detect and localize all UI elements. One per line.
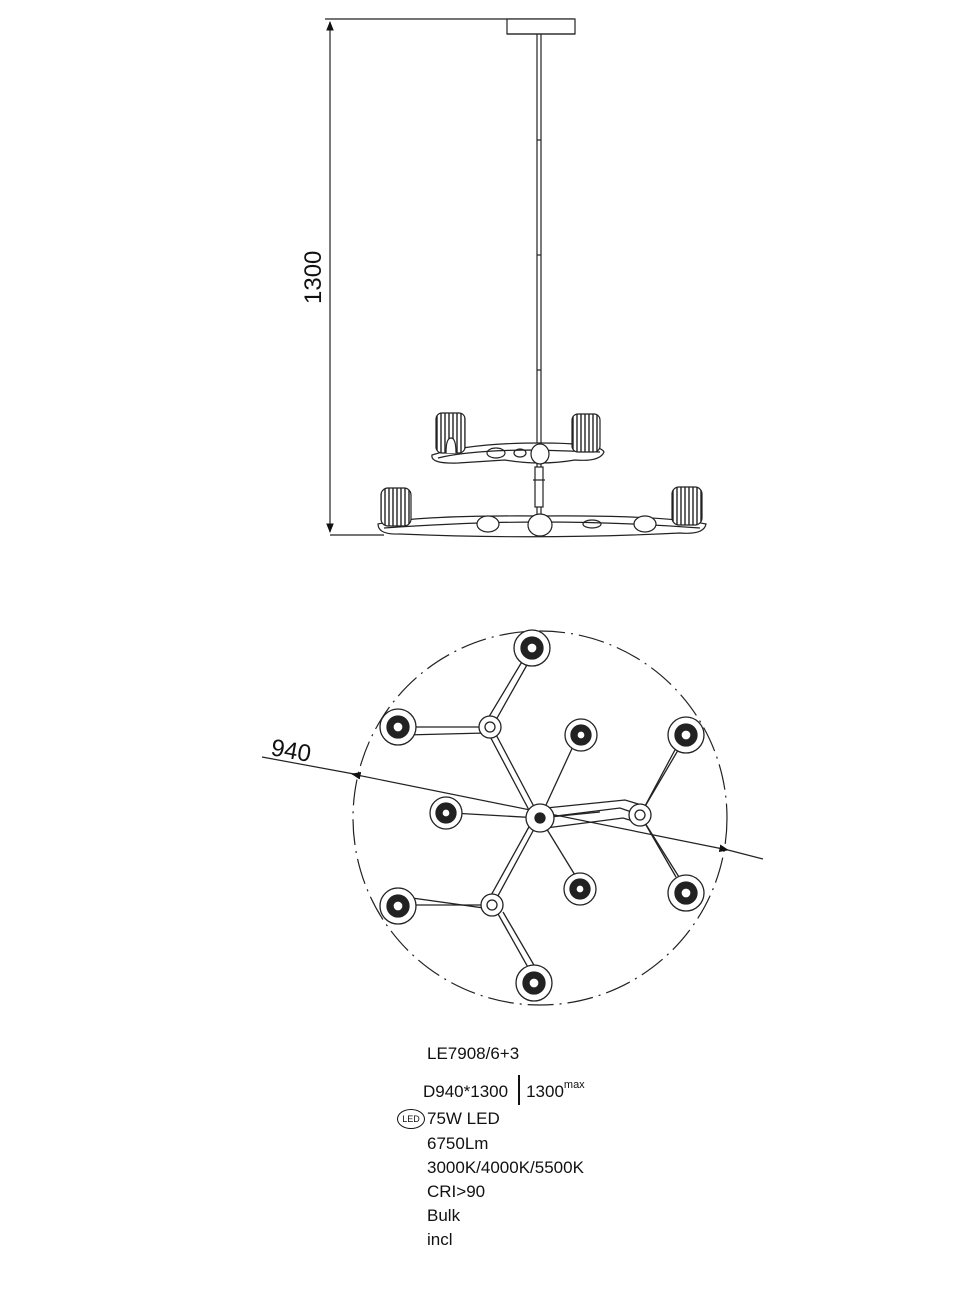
ceiling-canopy [506,18,576,35]
lamp-head-5 [429,796,463,830]
diameter-dimension-label: 940 [269,734,313,768]
dimensions-row: D940*1300 1300max [423,1075,585,1105]
dimensions-value: D940*1300 [423,1082,509,1101]
plan-lamps [379,629,705,1002]
side-elevation [325,18,707,538]
model-number: LE7908/6+3 [427,1044,520,1063]
cri-value: CRI>90 [427,1182,486,1201]
power-rating: 75W LED [427,1109,500,1128]
lamp-head-2 [379,708,417,746]
technical-drawing: 1300 [261,18,764,1006]
upper-shade-right [571,413,601,453]
lamp-head-8 [667,874,705,912]
lower-shade-right [671,486,703,526]
lower-tier [377,486,707,538]
lamp-head-6 [379,887,417,925]
lamp-head-1 [513,629,551,667]
led-icon: LED [397,1109,425,1129]
drop-superscript: max [563,1079,585,1091]
height-dimension-label: 1300 [300,251,327,304]
lower-shade-left [380,487,412,527]
dimensions-separator [518,1075,521,1105]
upper-tier [431,412,605,465]
lamp-head-9 [515,964,553,1002]
lamp-head-3 [564,718,598,752]
lamp-head-7 [563,872,597,906]
lamp-head-4 [667,716,705,754]
diameter-leader-line [261,756,355,775]
plan-view [261,629,764,1006]
suspension-rod [536,34,542,520]
drop-length: 1300 [526,1082,564,1101]
bulb-included: incl [427,1230,453,1249]
bulb-label: Bulk [427,1206,461,1225]
plan-hubs [478,715,652,917]
color-temperature: 3000K/4000K/5500K [427,1158,584,1177]
lumen-output: 6750Lm [427,1134,489,1153]
